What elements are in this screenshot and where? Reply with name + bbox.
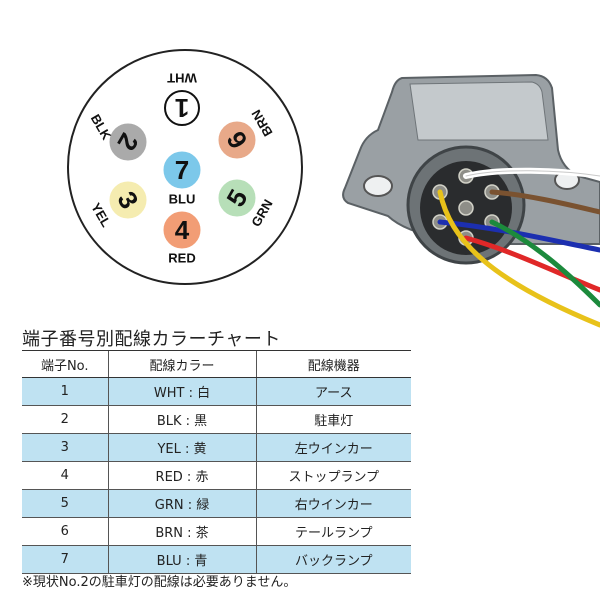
- cell-terminal-no: 7: [22, 545, 108, 574]
- header-terminal-no: 端子No.: [22, 350, 108, 378]
- cell-wire-color: BLK : 黒: [107, 405, 256, 434]
- wire: [489, 219, 600, 308]
- cell-terminal-no: 1: [22, 377, 108, 406]
- connector-top-rim: [409, 81, 549, 141]
- wire: [463, 235, 600, 293]
- cell-wire-device: 左ウインカー: [255, 433, 411, 462]
- pin-6-circle: [218, 121, 256, 159]
- connector-diagram: 1 WHT 2 BLK 3 YEL 4 RED 5 GRN 6 BRN 7 BL…: [67, 49, 600, 328]
- cell-wire-device: ストップランプ: [255, 461, 411, 490]
- pin-1-label: WHT: [167, 71, 197, 86]
- footnote: ※現状No.2の駐車灯の配線は必要ありません。: [22, 575, 297, 590]
- pin-4-circle: [163, 211, 201, 249]
- cell-wire-color: BRN : 茶: [107, 517, 256, 546]
- pin-1: 1 WHT: [164, 71, 200, 126]
- table-header-row: 端子No. 配線カラー 配線機器: [22, 350, 411, 378]
- pin-7-circle: [163, 151, 201, 189]
- pin-6: 6 BRN: [218, 107, 276, 159]
- cell-terminal-no: 6: [22, 517, 108, 546]
- cell-terminal-no: 4: [22, 461, 108, 490]
- pin-4-label: RED: [168, 251, 195, 266]
- cell-wire-color: YEL : 黄: [107, 433, 256, 462]
- wire: [437, 189, 600, 328]
- pin-4-number: 4: [175, 215, 190, 245]
- cell-wire-device: アース: [255, 377, 411, 406]
- wire-bundle: [437, 167, 600, 328]
- cell-wire-device: 右ウインカー: [255, 489, 411, 518]
- pin-7-label: BLU: [169, 192, 196, 207]
- cell-terminal-no: 5: [22, 489, 108, 518]
- chart-title: 端子番号別配線カラーチャート: [22, 329, 281, 350]
- pin-5: 5 GRN: [218, 179, 276, 229]
- pin-4: 4 RED: [163, 211, 201, 266]
- pin-3-circle: [109, 181, 147, 219]
- header-wire-device: 配線機器: [255, 350, 411, 378]
- cell-wire-color: GRN : 緑: [107, 489, 256, 518]
- pin-1-number: 1: [175, 93, 189, 123]
- mounting-hole-left: [363, 175, 393, 197]
- pin-7-number: 7: [175, 155, 189, 185]
- cell-wire-color: RED : 赤: [107, 461, 256, 490]
- header-wire-color: 配線カラー: [107, 350, 256, 378]
- pin-7: 7 BLU: [163, 151, 201, 207]
- cell-wire-color: WHT : 白: [107, 377, 256, 406]
- wire: [489, 189, 600, 215]
- cell-terminal-no: 3: [22, 433, 108, 462]
- pin-2-circle: [109, 123, 147, 161]
- wire-outline: [465, 170, 600, 177]
- cell-wire-device: 駐車灯: [255, 405, 411, 434]
- connector-photo: [342, 73, 600, 265]
- cell-wire-color: BLU : 青: [107, 545, 256, 574]
- wire: [437, 219, 600, 253]
- cell-terminal-no: 2: [22, 405, 108, 434]
- cell-wire-device: バックランプ: [255, 545, 411, 574]
- pin-5-circle: [218, 179, 256, 217]
- cell-wire-device: テールランプ: [255, 517, 411, 546]
- pin-1-circle: [164, 90, 200, 126]
